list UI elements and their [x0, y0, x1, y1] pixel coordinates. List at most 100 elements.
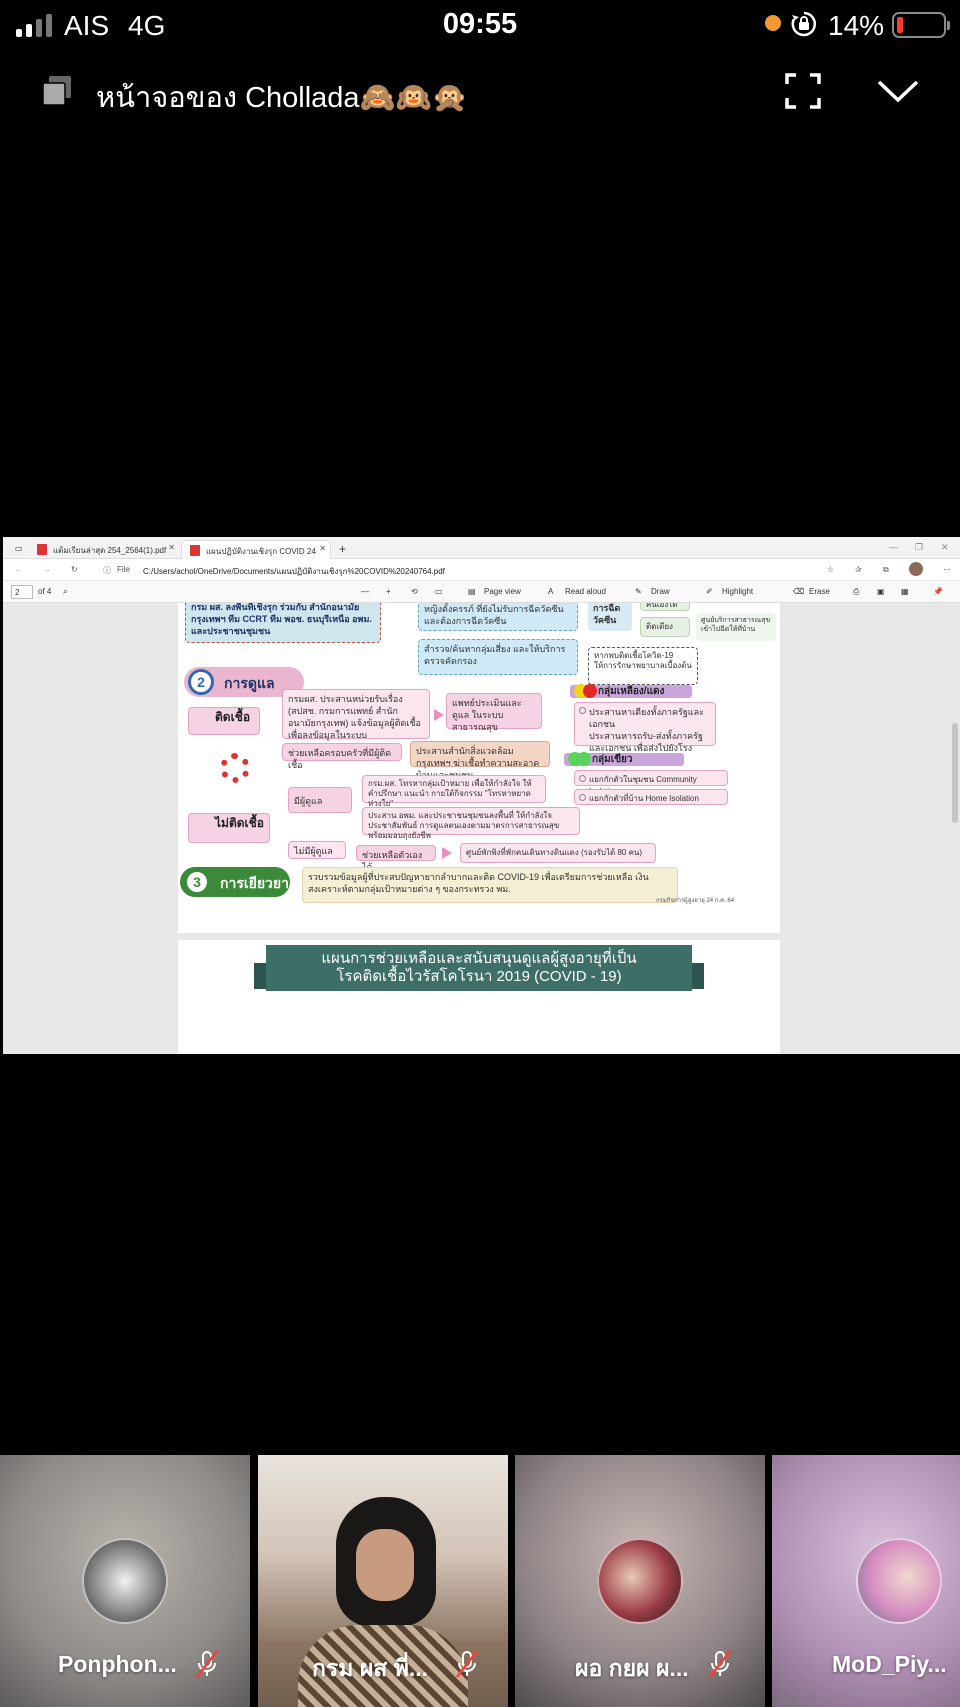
group-green-tag: กลุ่มเขียว: [564, 752, 684, 766]
section-number: 3: [184, 869, 210, 895]
service-note: ศูนย์บริการสาธารณสุข เข้าไปฉีดให้ที่บ้าน: [696, 613, 776, 641]
group-label: กลุ่มเหลือง/แดง: [598, 686, 665, 697]
pdf-viewer[interactable]: กรม ผส. ลงพื้นที่เชิงรุก ร่วมกับ สำนักอน…: [3, 603, 960, 1054]
profile-avatar[interactable]: [909, 562, 923, 576]
share-title: หน้าจอของ Chollada🙈🙉🙊: [96, 82, 468, 114]
back-icon[interactable]: ←: [15, 565, 23, 574]
shared-screen: ▭ แต้มเรียนล่าสุด 254_2564(1).pdf ✕ แผนป…: [3, 537, 960, 1054]
section-3-header: 3 การเยียวยา: [180, 867, 290, 897]
pdf-icon: [37, 544, 47, 555]
mic-in-use-indicator: [765, 15, 781, 31]
survey-box: สำรวจ/ค้นหากลุ่มเสี่ยง และให้บริการ ตรวจ…: [418, 639, 578, 675]
green-item-1: แยกกักตัวในชุมชน Community Isolation: [574, 770, 728, 796]
pin-icon[interactable]: 📌: [933, 587, 943, 596]
print-icon[interactable]: ⎙: [853, 587, 860, 596]
bullet-icon: [579, 707, 586, 714]
browser-tab[interactable]: แต้มเรียนล่าสุด 254_2564(1).pdf ✕: [29, 540, 179, 559]
draw-button[interactable]: Draw: [651, 587, 670, 596]
self-able-box: คนเองได้: [640, 603, 690, 611]
page-view-icon: ▤: [468, 587, 476, 596]
bullet-icon: [579, 794, 586, 801]
participant-face: [356, 1529, 414, 1601]
bedridden-box: ติดเตียง: [640, 617, 690, 637]
zoom-out-icon[interactable]: —: [361, 587, 369, 596]
coordination-box: กรมผส. ประสานหน่วยรับเรื่อง (สปสช. กรมกา…: [282, 689, 430, 740]
new-tab-button[interactable]: +: [339, 542, 347, 556]
search-icon[interactable]: ⌕: [63, 587, 68, 596]
signal-icon: [16, 14, 52, 37]
fit-page-icon[interactable]: ▭: [435, 587, 443, 596]
browser-tab-active[interactable]: แผนปฏิบัติงานเชิงรุก COVID 24070... ✕: [181, 540, 331, 559]
tab-label: แต้มเรียนล่าสุด 254_2564(1).pdf: [53, 546, 167, 555]
forward-icon[interactable]: →: [43, 565, 51, 574]
page-banner: แผนการช่วยเหลือและสนับสนุนดูแลผู้สูงอายุ…: [254, 945, 704, 991]
maximize-icon[interactable]: ❐: [915, 542, 924, 552]
intro-box: กรม ผส. ลงพื้นที่เชิงรุก ร่วมกับ สำนักอน…: [185, 603, 381, 643]
save-as-icon[interactable]: ▦: [901, 587, 909, 596]
scrollbar-thumb[interactable]: [952, 723, 958, 823]
page-view-button[interactable]: Page view: [484, 587, 521, 596]
address-bar: ← → ↻ ⓘ File C:/Users/achol/OneDrive/Doc…: [3, 559, 960, 581]
close-icon[interactable]: ✕: [168, 543, 175, 552]
draw-icon: ✎: [635, 587, 642, 596]
highlight-icon: ✐: [706, 587, 713, 596]
screen-share-icon: [42, 76, 71, 106]
page-number-input[interactable]: 2: [11, 585, 33, 599]
tab-actions-icon[interactable]: ▭: [15, 544, 23, 553]
minimize-icon[interactable]: —: [889, 542, 898, 552]
group-yellow-red-tag: กลุ่มเหลือง/แดง: [570, 684, 692, 698]
green-dot-icon: [577, 752, 591, 766]
url-input[interactable]: C:/Users/achol/OneDrive/Documents/แผนปฏิ…: [143, 567, 445, 576]
arrow-icon: [442, 847, 452, 859]
status-bar: AIS 4G 09:55 14%: [0, 0, 960, 50]
banner-line: โรคติดเชื้อไวรัสโคโรนา 2019 (COVID - 19): [336, 968, 622, 985]
highlight-button[interactable]: Highlight: [722, 587, 754, 596]
pdf-page: กรม ผส. ลงพื้นที่เชิงรุก ร่วมกับ สำนักอน…: [178, 603, 780, 933]
battery-icon: [892, 12, 950, 38]
banner-line: แผนการช่วยเหลือและสนับสนุนดูแลผู้สูงอายุ…: [321, 950, 637, 967]
browser-tab-strip: ▭ แต้มเรียนล่าสุด 254_2564(1).pdf ✕ แผนป…: [3, 537, 960, 559]
shelter-center-box: ศูนย์พักพิงที่พักคนเดินทางดินแดง (รองรับ…: [460, 843, 656, 863]
footer-note: กรมกิจการผู้สูงอายุ 24 ก.ค. 64: [656, 898, 735, 904]
participant-name: MoD_Piy...: [832, 1651, 947, 1677]
screen-share-header: หน้าจอของ Chollada🙈🙉🙊: [0, 60, 960, 124]
participant-tile[interactable]: MoD_Piy...: [772, 1455, 960, 1707]
avatar: [597, 1538, 683, 1624]
not-infected-text: ไม่ติดเชื้อ: [215, 816, 264, 830]
save-icon[interactable]: ▣: [877, 587, 885, 596]
close-icon[interactable]: ✕: [319, 544, 326, 553]
green-item-2: แยกกักตัวที่บ้าน Home Isolation: [574, 789, 728, 805]
vaccine-box: หญิงตั้งครรภ์ ที่ยังไม่รับการฉีดวัคซีน แ…: [418, 603, 578, 631]
group-label: กลุ่มเขียว: [592, 754, 633, 765]
refresh-icon[interactable]: ↻: [71, 565, 78, 574]
zoom-in-icon[interactable]: +: [386, 587, 391, 596]
page-total: of 4: [38, 587, 52, 596]
close-window-icon[interactable]: ✕: [941, 542, 949, 552]
mic-muted-icon: [196, 1650, 218, 1678]
more-icon[interactable]: ⋯: [943, 565, 951, 574]
info-icon: ⓘ: [103, 566, 111, 575]
fullscreen-icon[interactable]: [784, 72, 822, 110]
vaccine-label: การฉีด วัคซีน: [588, 603, 632, 631]
caregiver-box: กรม.ผส. โทรหากลุ่มเป้าหมาย เพื่อให้กำลัง…: [362, 775, 546, 808]
participant-clothing: [298, 1625, 468, 1707]
virus-icon: [220, 753, 250, 783]
read-aloud-button[interactable]: Read aloud: [565, 587, 606, 596]
participant-tile[interactable]: Ponphon...: [0, 1455, 250, 1707]
environment-box: ประสานสำนักสิ่งแวดล้อม กรุงเทพฯ ฆ่าเชื้อ…: [410, 741, 550, 780]
pdf-page: แผนการช่วยเหลือและสนับสนุนดูแลผู้สูงอายุ…: [178, 940, 780, 1054]
favorite-icon[interactable]: ☆: [827, 565, 835, 574]
participant-tile[interactable]: กรม ผส พี่...: [258, 1455, 508, 1707]
favorites-icon[interactable]: ✰: [855, 565, 862, 574]
chevron-down-icon[interactable]: [876, 78, 920, 104]
avatar: [856, 1538, 942, 1624]
participant-tile[interactable]: ผอ กยผ ผ...: [515, 1455, 765, 1707]
rotate-icon[interactable]: ⟲: [411, 587, 418, 596]
help-family-box: ช่วยเหลือครอบครัวที่มีผู้ติดเชื้อ: [282, 743, 402, 770]
carrier-label: AIS: [64, 10, 110, 41]
not-infected-label: ไม่ติดเชื้อ: [188, 813, 270, 843]
collections-icon[interactable]: ⧉: [883, 565, 889, 574]
erase-button[interactable]: Erase: [809, 587, 830, 596]
mic-muted-icon: [456, 1650, 478, 1678]
avatar: [82, 1538, 168, 1624]
